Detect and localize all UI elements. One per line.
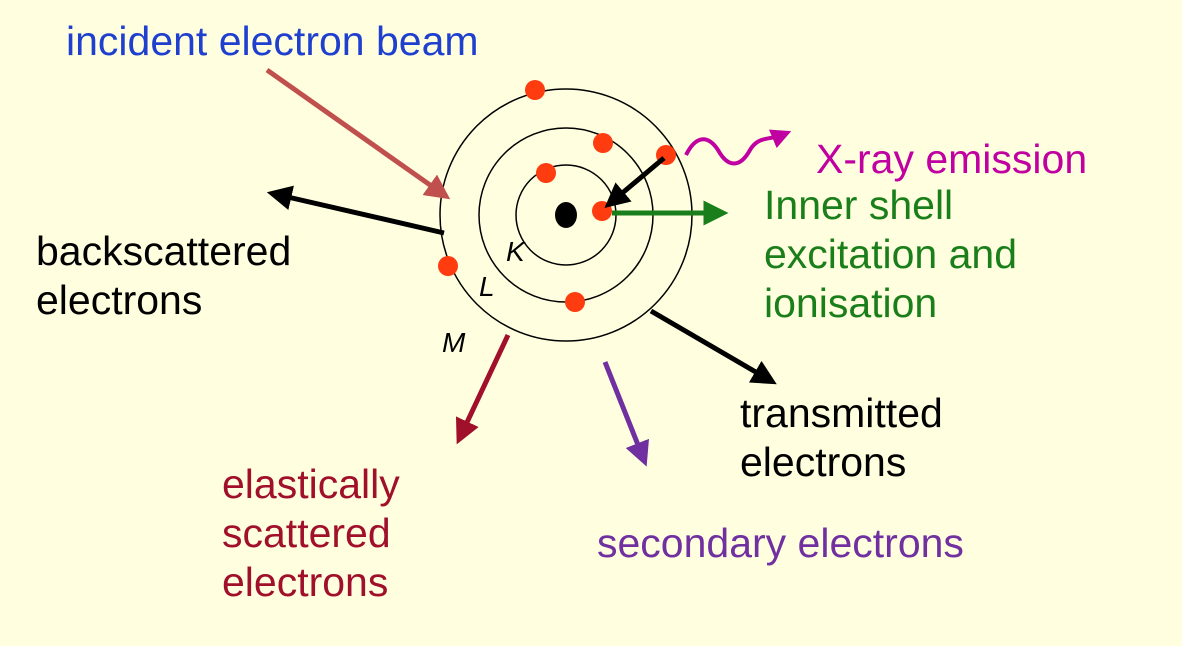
secondary-electrons-label: secondary electrons — [597, 520, 964, 566]
transmitted-arrow — [649, 308, 777, 385]
electron-m-top — [525, 80, 545, 100]
shell-l-label: L — [479, 271, 495, 302]
electron-l-lower — [565, 292, 585, 312]
incident-beam-arrow — [265, 67, 451, 200]
shell-m-label: M — [442, 327, 466, 358]
backscattered-label: backscattered electrons — [36, 227, 291, 325]
inner-shell-line-3: ionisation — [764, 280, 938, 326]
transmitted-line-2: electrons — [740, 439, 907, 485]
backscattered-arrow — [266, 185, 445, 236]
inner-shell-line-2: excitation and — [764, 231, 1018, 277]
elastic-line-3: electrons — [222, 559, 389, 605]
transmitted-line-1: transmitted — [740, 390, 943, 436]
secondary-electron-arrow — [602, 361, 649, 467]
incident-beam-label: incident electron beam — [66, 18, 479, 64]
elastic-scatter-label: elastically scattered electrons — [222, 460, 400, 607]
xray-wave — [684, 129, 792, 166]
nucleus — [555, 202, 577, 228]
electron-k-right — [592, 201, 612, 221]
electron-l-upper — [593, 133, 613, 153]
inner-shell-line-1: Inner shell — [764, 182, 954, 228]
shell-k-label: K — [506, 236, 525, 267]
electron-k-left — [536, 163, 556, 183]
backscattered-line-1: backscattered — [36, 228, 292, 274]
shell-transition-arrow — [604, 156, 666, 209]
electron-m-left — [438, 256, 458, 276]
elastic-line-2: scattered — [222, 510, 391, 556]
transmitted-label: transmitted electrons — [740, 389, 943, 487]
backscattered-line-2: electrons — [36, 277, 203, 323]
elastic-line-1: elastically — [222, 461, 400, 507]
elastic-scatter-arrow — [455, 333, 511, 445]
xray-emission-label: X-ray emission — [816, 136, 1088, 182]
inner-shell-label: Inner shell excitation and ionisation — [764, 181, 1017, 328]
